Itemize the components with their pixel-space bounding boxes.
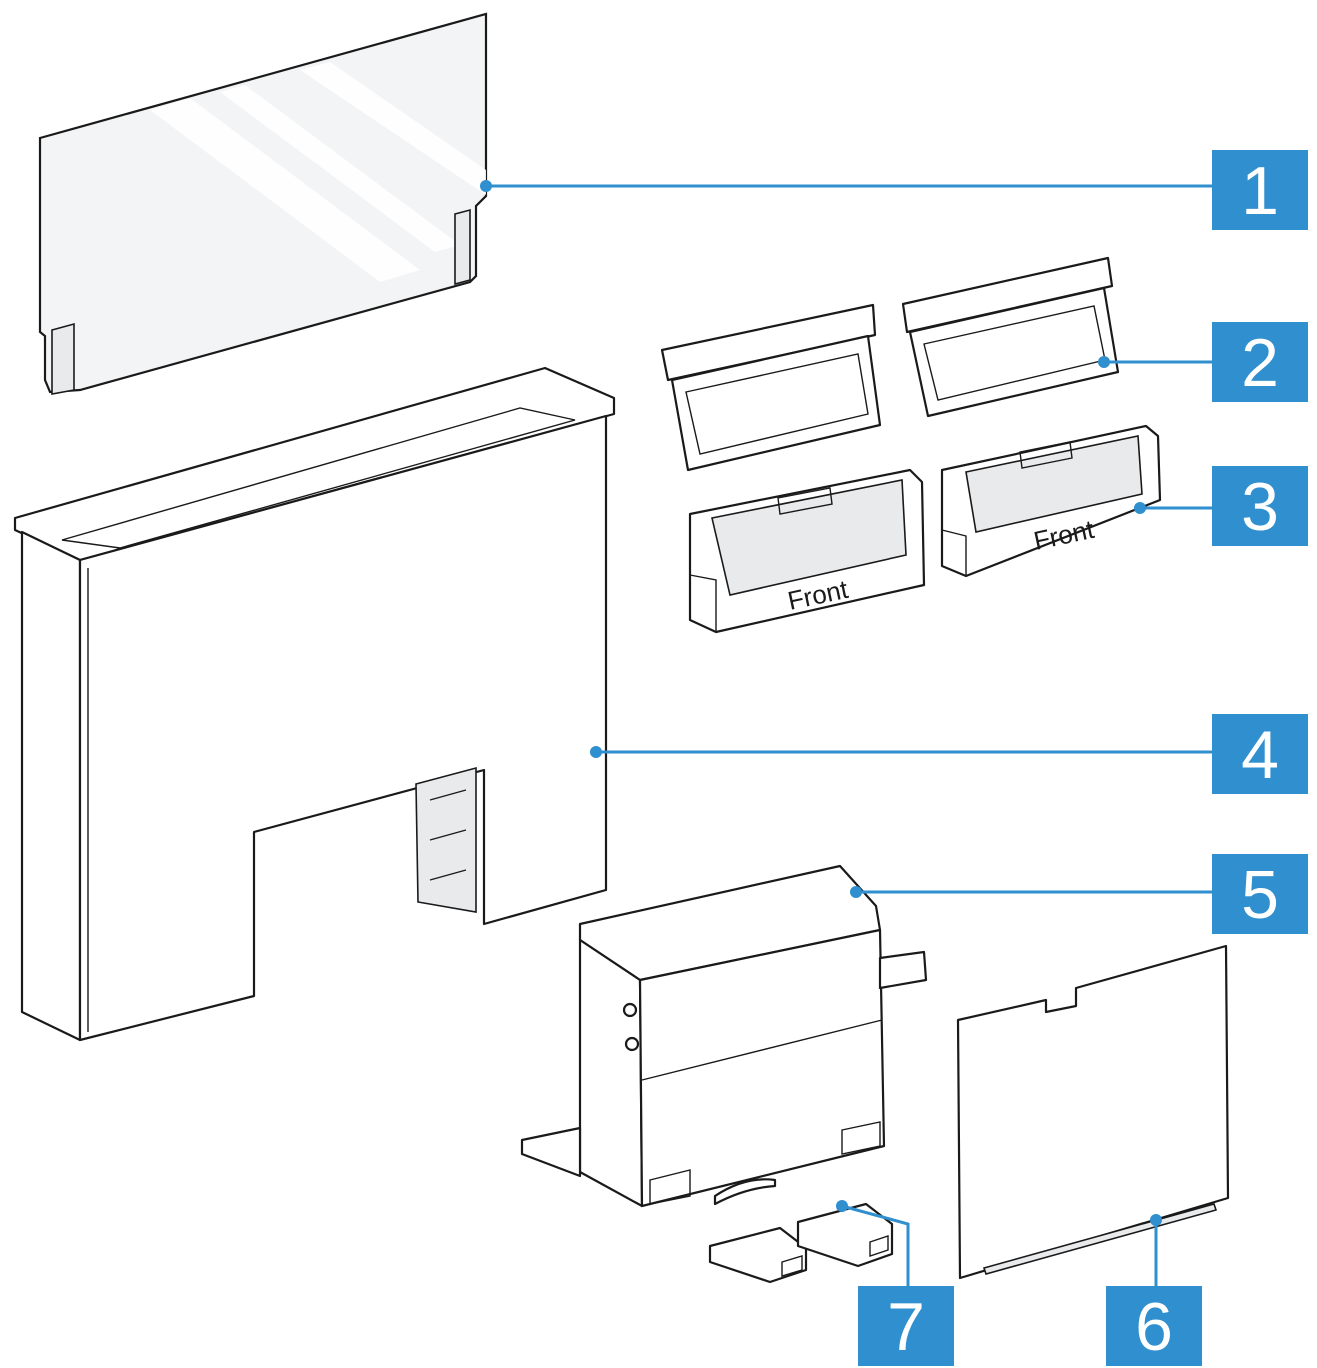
callout-4-number: 4 xyxy=(1241,717,1279,793)
fan-motor-unit xyxy=(520,864,928,1208)
callout-7-number: 7 xyxy=(887,1289,925,1365)
main-housing xyxy=(13,366,616,1042)
callout-6-badge xyxy=(1106,1286,1202,1366)
callout-2-anchor-dot xyxy=(1098,356,1110,368)
callout-5-badge xyxy=(1212,854,1308,934)
callout-4-badge xyxy=(1212,714,1308,794)
callout-6-number: 6 xyxy=(1135,1289,1173,1365)
callout-1-anchor-dot xyxy=(480,180,492,192)
callout-2-number: 2 xyxy=(1241,325,1279,401)
callout-3: 3 xyxy=(1212,466,1308,546)
callout-4: 4 xyxy=(1212,714,1308,794)
callout-5: 5 xyxy=(1212,854,1308,934)
tray-left: Front xyxy=(688,468,926,634)
callout-7-leader-line xyxy=(841,1204,910,1286)
callout-3-badge xyxy=(1212,466,1308,546)
clip-left xyxy=(708,1226,808,1284)
callout-7-anchor-dot xyxy=(836,1200,848,1212)
tray-right: Front xyxy=(940,424,1162,578)
clip-right xyxy=(796,1202,894,1268)
callout-7-badge xyxy=(858,1286,954,1366)
callout-7: 7 xyxy=(858,1286,954,1366)
glass-panel xyxy=(38,12,488,395)
back-plate xyxy=(956,944,1230,1280)
callout-6-anchor-dot xyxy=(1150,1214,1162,1226)
callout-1-badge xyxy=(1212,150,1308,230)
callout-6: 6 xyxy=(1106,1286,1202,1366)
flap-left xyxy=(660,303,882,472)
callout-2: 2 xyxy=(1212,322,1308,402)
callout-1: 1 xyxy=(1212,150,1308,230)
callout-5-number: 5 xyxy=(1241,857,1279,933)
callout-5-anchor-dot xyxy=(850,886,862,898)
callout-3-number: 3 xyxy=(1241,469,1279,545)
callout-4-anchor-dot xyxy=(590,746,602,758)
callout-3-anchor-dot xyxy=(1134,502,1146,514)
flap-right xyxy=(901,256,1120,418)
callout-2-badge xyxy=(1212,322,1308,402)
callout-1-number: 1 xyxy=(1241,153,1279,229)
